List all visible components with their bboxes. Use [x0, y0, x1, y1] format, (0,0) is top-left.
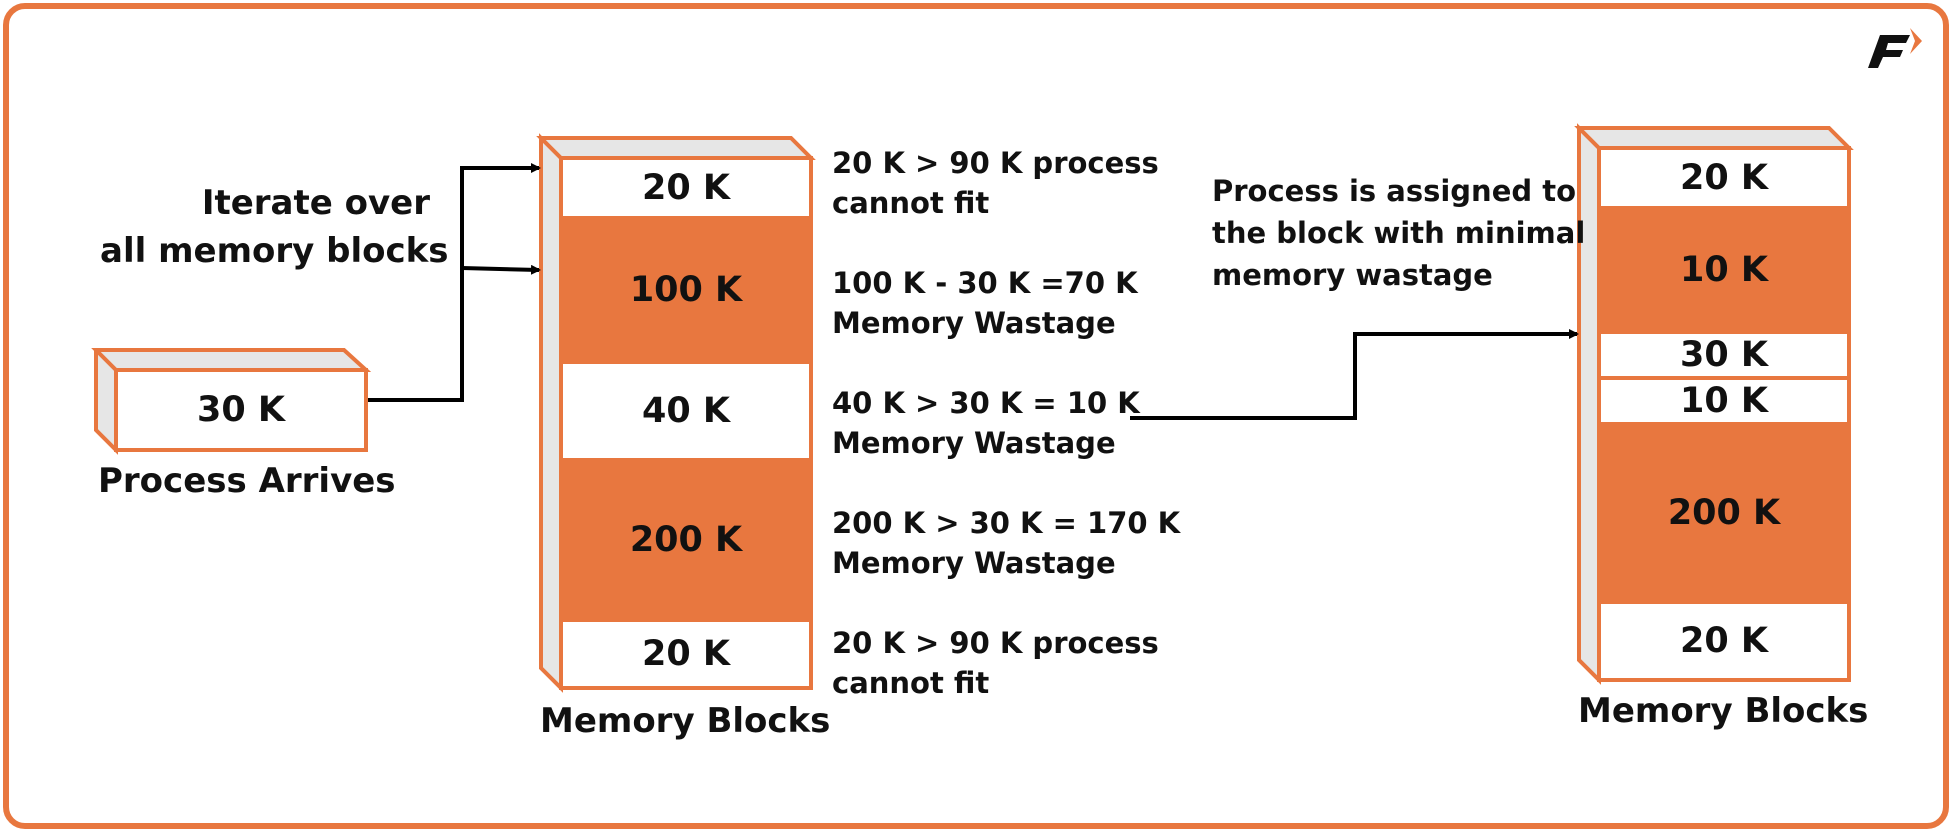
- annotation-line2: cannot fit: [832, 186, 990, 220]
- right-block-5: [1597, 422, 1851, 604]
- left-block-label: 20 K: [641, 634, 730, 674]
- right-block-2: [1597, 206, 1851, 334]
- process-box: [91, 348, 372, 455]
- left-block-5: [559, 618, 813, 690]
- process-value: 30 K: [196, 390, 285, 430]
- left-block-3: [559, 360, 813, 462]
- left-block-label: 20 K: [641, 168, 730, 208]
- left-block-2: [559, 216, 813, 364]
- left-stack-caption: Memory Blocks: [540, 701, 831, 741]
- left-block-4: [559, 458, 813, 622]
- iterate-text-line2: all memory blocks: [100, 231, 449, 271]
- right-block-4: [1597, 376, 1851, 426]
- right-block-label: 10 K: [1679, 250, 1768, 290]
- left-block-label: 200 K: [629, 520, 743, 560]
- annotation-line1: 20 K > 90 K process: [832, 146, 1159, 180]
- right-stack-caption: Memory Blocks: [1578, 691, 1869, 731]
- assigned-note-line3: memory wastage: [1212, 258, 1493, 292]
- iterate-text-line1: Iterate over: [201, 183, 430, 223]
- right-block-label: 10 K: [1679, 381, 1768, 421]
- annotation-line2: Memory Wastage: [832, 546, 1116, 580]
- assigned-note-line1: Process is assigned to: [1212, 174, 1577, 208]
- annotation-line1: 20 K > 90 K process: [832, 626, 1159, 660]
- right-block-label: 20 K: [1679, 158, 1768, 198]
- annotation-line2: Memory Wastage: [832, 426, 1116, 460]
- iterate-arrow-top: [368, 163, 541, 402]
- brand-logo-icon: [1868, 28, 1922, 68]
- annotation-line1: 100 K - 30 K =70 K: [832, 266, 1138, 300]
- annotation-line2: cannot fit: [832, 666, 990, 700]
- assigned-note-line2: the block with minimal: [1212, 216, 1586, 250]
- iterate-arrow-mid: [461, 264, 541, 275]
- left-block-label: 100 K: [629, 270, 743, 310]
- right-block-6: [1597, 600, 1851, 682]
- right-block-label: 30 K: [1679, 335, 1768, 375]
- assign-arrow: [1130, 329, 1579, 420]
- diagram-frame: [3, 3, 1949, 829]
- annotation-line1: 200 K > 30 K = 170 K: [832, 506, 1181, 540]
- left-memory-stack: [536, 133, 816, 693]
- annotation-line2: Memory Wastage: [832, 306, 1116, 340]
- right-block-label: 20 K: [1679, 621, 1768, 661]
- process-caption: Process Arrives: [98, 461, 396, 501]
- left-block-1: [559, 156, 813, 220]
- right-memory-stack: [1574, 123, 1854, 685]
- right-block-label: 200 K: [1667, 493, 1781, 533]
- left-block-label: 40 K: [641, 391, 730, 431]
- annotation-line1: 40 K > 30 K = 10 K: [832, 386, 1140, 420]
